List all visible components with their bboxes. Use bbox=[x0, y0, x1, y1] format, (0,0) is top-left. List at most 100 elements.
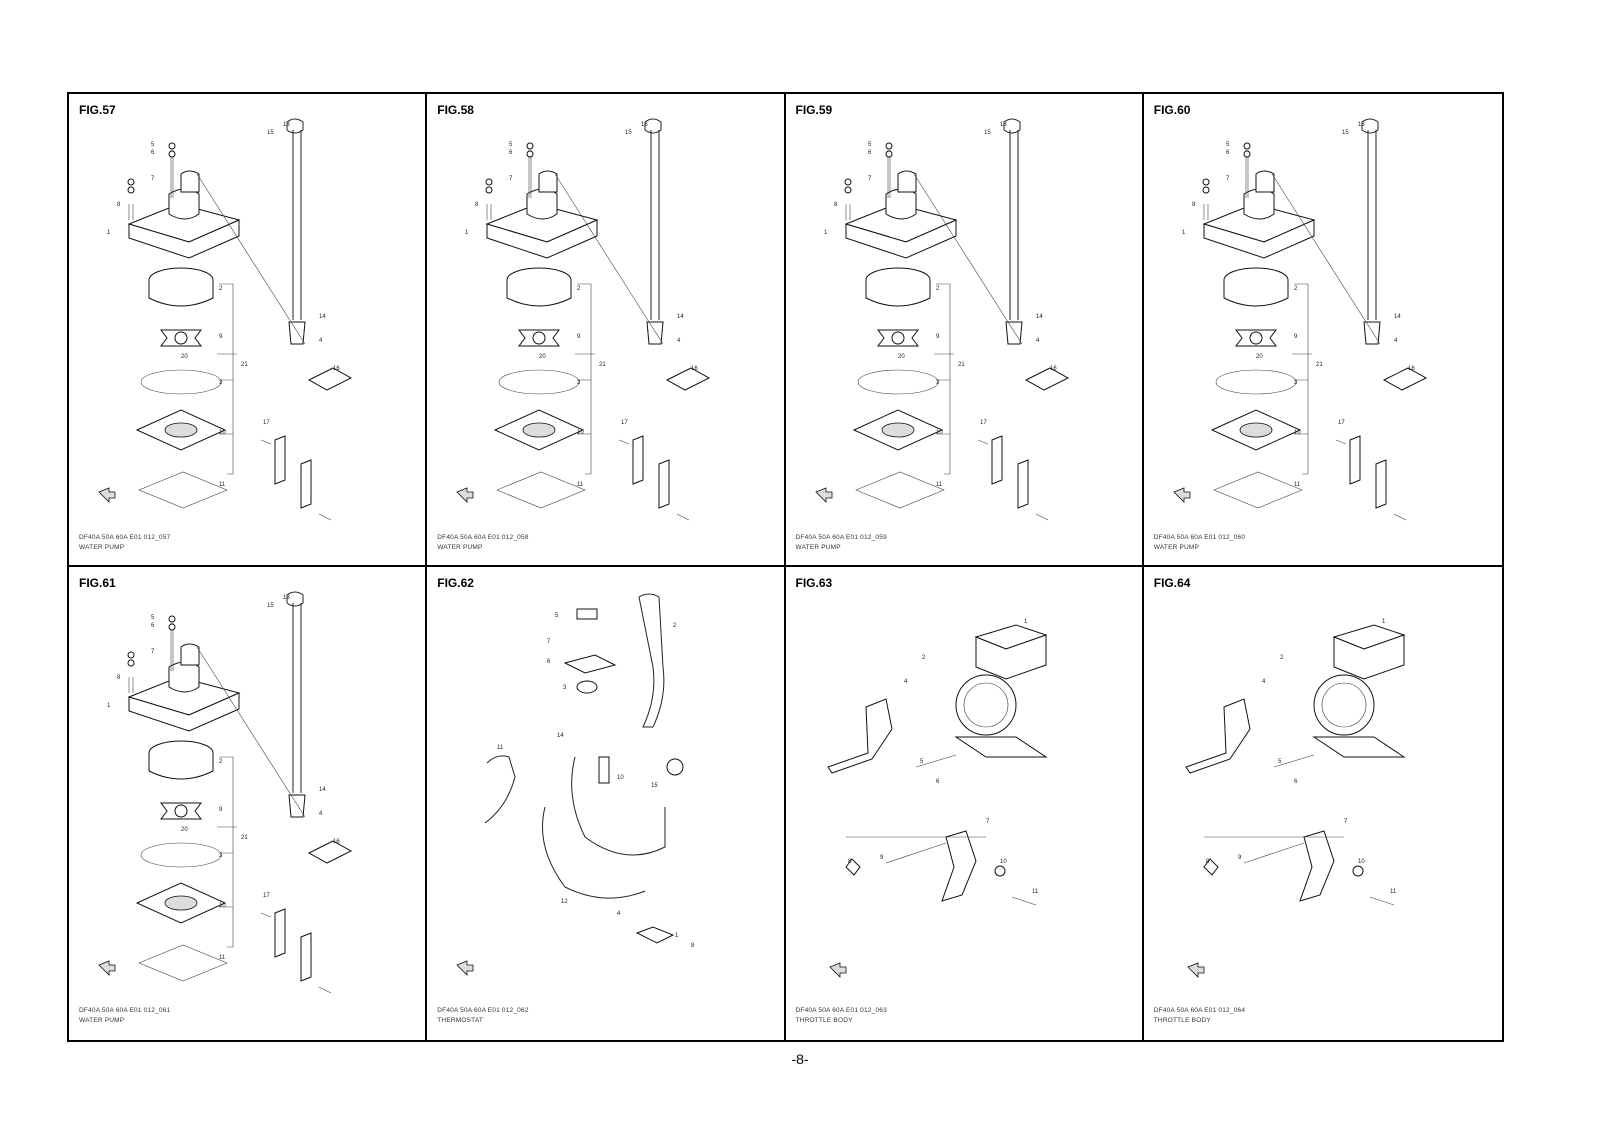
figure-name: WATER PUMP bbox=[1153, 544, 1200, 551]
gasket-plate bbox=[1212, 471, 1303, 509]
callout-5: 5 bbox=[1226, 142, 1230, 148]
pump-liner-body bbox=[506, 280, 572, 307]
seal-strip bbox=[274, 435, 286, 485]
pump-case-side bbox=[1203, 219, 1315, 259]
callout-9: 9 bbox=[219, 334, 223, 340]
callout-10: 10 bbox=[1294, 430, 1301, 436]
stud-bolt bbox=[170, 623, 174, 671]
tube-grommet bbox=[646, 321, 664, 345]
water-tube bbox=[650, 130, 660, 320]
throttle-bracket bbox=[826, 698, 893, 774]
callout-6: 6 bbox=[1294, 779, 1298, 785]
reference-bracket bbox=[933, 283, 954, 475]
impeller-hub bbox=[891, 331, 904, 345]
callout-4: 4 bbox=[1394, 338, 1398, 344]
pump-case-side bbox=[128, 692, 240, 732]
washer-6 bbox=[168, 150, 176, 158]
bolt-6 bbox=[1273, 754, 1314, 768]
figure-code: DF40A 50A 60A E01 012_061 bbox=[79, 1007, 171, 1014]
pump-case-outlet bbox=[180, 170, 200, 193]
front-arrow-icon bbox=[98, 960, 116, 976]
figure-code: DF40A 50A 60A E01 012_064 bbox=[1153, 1007, 1246, 1014]
callout-17: 17 bbox=[263, 893, 270, 899]
pump-liner-body bbox=[865, 280, 930, 307]
washer-6b bbox=[844, 186, 851, 194]
gasket-plate bbox=[496, 471, 587, 509]
leader-line-long bbox=[196, 646, 306, 818]
figure-name: WATER PUMP bbox=[79, 1017, 125, 1024]
seal-strip bbox=[632, 435, 644, 485]
callout-20: 20 bbox=[181, 827, 188, 833]
bolt-8 bbox=[1203, 204, 1209, 220]
pump-case-boss bbox=[885, 188, 916, 220]
pump-case-side bbox=[128, 219, 240, 259]
bolt-6 bbox=[915, 754, 956, 768]
callout-5: 5 bbox=[555, 613, 559, 619]
front-arrow-icon bbox=[98, 487, 116, 503]
washer-5b bbox=[485, 178, 493, 186]
callout-7: 7 bbox=[547, 639, 551, 645]
figure-panel: 1 2 3 4 5 6 7 8 9 10 11 13 14 15 16 17 2… bbox=[427, 94, 786, 567]
callout-13: 13 bbox=[1358, 122, 1365, 128]
callout-6: 6 bbox=[509, 150, 513, 156]
parts-catalog-sheet: 1 2 3 4 5 6 7 8 9 10 11 13 14 15 16 17 2… bbox=[67, 92, 1504, 1042]
callout-5: 5 bbox=[151, 142, 155, 148]
figure-name: WATER PUMP bbox=[795, 544, 841, 551]
hose-lower bbox=[571, 756, 666, 856]
leader-line-long bbox=[554, 173, 664, 345]
impeller-hub bbox=[174, 331, 188, 345]
pump-case-outlet bbox=[180, 643, 200, 666]
figure-code: DF40A 50A 60A E01 012_057 bbox=[79, 534, 171, 541]
callout-11: 11 bbox=[1032, 889, 1039, 895]
reference-bracket bbox=[575, 283, 596, 475]
pump-case-side bbox=[486, 219, 598, 259]
washer-5b bbox=[1202, 178, 1210, 186]
strainer-16 bbox=[1024, 367, 1069, 391]
callout-4: 4 bbox=[1262, 679, 1266, 685]
callout-10: 10 bbox=[1000, 859, 1007, 865]
pump-liner-body bbox=[148, 753, 214, 780]
gasket-ring bbox=[140, 842, 222, 868]
impeller-hub bbox=[174, 804, 188, 818]
callout-1: 1 bbox=[107, 230, 111, 236]
callout-20: 20 bbox=[898, 354, 905, 360]
hose-fitting-top bbox=[644, 118, 662, 134]
callout-17: 17 bbox=[621, 420, 628, 426]
pump-case-outlet bbox=[897, 170, 916, 193]
washer-5b bbox=[127, 651, 135, 659]
callout-7: 7 bbox=[868, 176, 872, 182]
callout-10: 10 bbox=[936, 430, 943, 436]
water-pump-exploded-diagram: 1 2 3 4 5 6 7 8 9 10 11 13 14 15 16 17 2… bbox=[1173, 118, 1427, 521]
bolt-11 bbox=[1369, 896, 1394, 906]
callout-14: 14 bbox=[677, 314, 684, 320]
gasket-plate bbox=[138, 944, 228, 982]
figure-title: FIG.60 bbox=[1153, 103, 1191, 117]
washer-5 bbox=[885, 142, 892, 150]
seal-strip bbox=[1349, 435, 1361, 485]
water-pump-exploded-diagram: 1 2 3 4 5 6 7 8 9 10 11 13 14 15 16 17 2… bbox=[98, 118, 353, 521]
link-rod bbox=[1243, 842, 1304, 864]
link-end-8 bbox=[844, 858, 861, 876]
callout-4: 4 bbox=[617, 911, 621, 917]
reference-bracket bbox=[217, 283, 237, 475]
washer-6b bbox=[127, 186, 135, 194]
callout-3: 3 bbox=[219, 853, 223, 859]
gasket-ring bbox=[857, 369, 938, 395]
callout-17: 17 bbox=[1338, 420, 1345, 426]
callout-8: 8 bbox=[475, 202, 479, 208]
washer-6 bbox=[885, 150, 892, 158]
pump-case-boss bbox=[168, 661, 200, 693]
callout-8: 8 bbox=[834, 202, 838, 208]
callout-14: 14 bbox=[319, 787, 326, 793]
front-arrow-icon bbox=[456, 487, 474, 503]
figure-code: DF40A 50A 60A E01 012_062 bbox=[437, 1007, 529, 1014]
seal-strip-2 bbox=[1017, 459, 1028, 509]
throttle-lever-7 bbox=[1298, 830, 1335, 902]
stud-bolt bbox=[887, 150, 890, 198]
callout-15: 15 bbox=[984, 130, 991, 136]
washer-6b bbox=[127, 659, 135, 667]
callout-10: 10 bbox=[1358, 859, 1365, 865]
